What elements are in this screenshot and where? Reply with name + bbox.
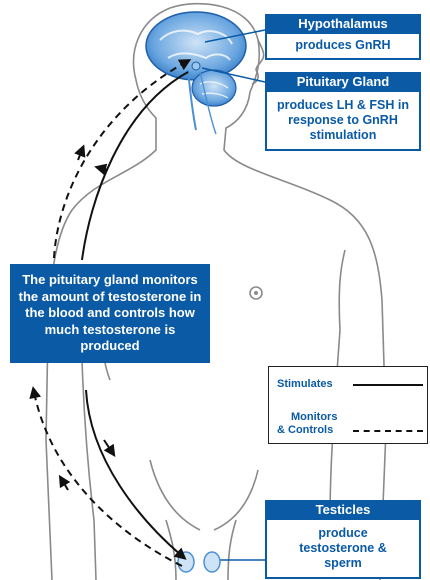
monitors-arrow-lower (34, 392, 182, 566)
stimulates-arrow-lower (86, 390, 182, 556)
hypothalamus-title: Hypothalamus (265, 14, 421, 34)
armpit-right (339, 250, 345, 330)
hypothalamus-desc: produces GnRH (265, 34, 421, 60)
cerebellum (192, 70, 236, 106)
pituitary-title: Pituitary Gland (265, 72, 421, 92)
legend: Stimulates Monitors & Controls (268, 366, 428, 444)
monitors-arrow-lower-mid (62, 480, 68, 490)
pituitary-monitor-note: The pituitary gland monitors the amount … (10, 264, 210, 363)
torso-left (82, 360, 96, 580)
pituitary-marker (192, 62, 200, 70)
hypothalamus-box: Hypothalamus produces GnRH (265, 14, 421, 60)
pituitary-desc: produces LH & FSH in response to GnRH st… (265, 92, 421, 151)
stimulates-arrow-lower-mid (104, 440, 112, 452)
legend-solid-line (353, 384, 423, 386)
groin-right (228, 520, 236, 580)
testicle-right (204, 552, 220, 572)
legend-dashed-line (353, 430, 423, 432)
face-outline (252, 40, 264, 84)
testicles-title: Testicles (265, 500, 421, 520)
nipple-dot (254, 291, 258, 295)
monitors-arrow-upper-mid (78, 150, 82, 160)
monitors-arrow-upper (54, 62, 186, 258)
groin-curve (150, 460, 200, 530)
testicles-desc: produce testosterone & sperm (265, 520, 421, 579)
pituitary-box: Pituitary Gland produces LH & FSH in res… (265, 72, 421, 151)
legend-monitors-label-1: Monitors (291, 411, 337, 424)
testicles-box: Testicles produce testosterone & sperm (265, 500, 421, 579)
legend-monitors-label-2: & Controls (277, 424, 333, 437)
legend-stimulates-label: Stimulates (277, 378, 333, 391)
